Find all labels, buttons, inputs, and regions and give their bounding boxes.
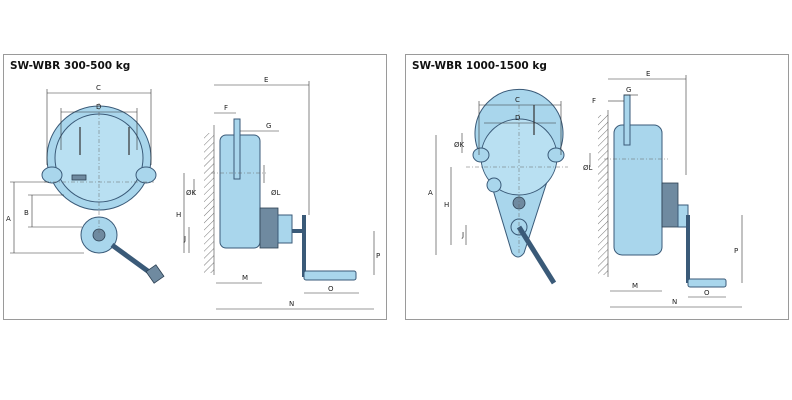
shaft-housing xyxy=(277,214,293,244)
winch-drawing: C D A B xyxy=(6,76,380,310)
mount-lug-right xyxy=(135,166,157,184)
side-crank-handle xyxy=(687,278,727,288)
dim-label-N: N xyxy=(672,298,677,306)
side-crank-handle xyxy=(303,270,357,281)
dim-label-M: M xyxy=(242,274,248,282)
front-dimensions: C D A H J ØK xyxy=(428,96,562,255)
front-view xyxy=(41,103,165,284)
small-gear xyxy=(486,177,502,193)
dim-label-K: ØK xyxy=(186,189,197,197)
diagram-panel-1000-1500: SW-WBR 1000-1500 kg C D A H xyxy=(405,54,789,320)
dim-label-C: C xyxy=(96,84,101,92)
panel-title: SW-WBR 1000-1500 kg xyxy=(412,60,547,72)
dim-label-O: O xyxy=(704,289,710,297)
crank-arm xyxy=(516,225,557,285)
dim-label-A: A xyxy=(428,189,433,197)
dim-label-A: A xyxy=(6,215,11,223)
side-dimensions: E F G H ØK ØL J M P O N xyxy=(176,76,380,310)
dim-label-M: M xyxy=(632,282,638,290)
side-view xyxy=(204,118,357,281)
side-body xyxy=(613,124,663,256)
gear-box xyxy=(661,182,679,228)
dim-label-O: O xyxy=(328,285,334,293)
dim-label-H: H xyxy=(176,211,181,219)
dim-label-D: D xyxy=(96,103,101,111)
mount-lug-right xyxy=(547,147,565,163)
dim-label-K: ØK xyxy=(454,141,465,149)
dim-label-J: J xyxy=(183,235,186,243)
dim-label-N: N xyxy=(289,300,294,308)
dim-label-L: ØL xyxy=(583,164,593,172)
dim-label-E: E xyxy=(264,76,268,84)
dim-label-P: P xyxy=(376,252,380,260)
side-bracket xyxy=(233,118,241,180)
dim-label-F: F xyxy=(224,104,228,112)
dim-label-L: ØL xyxy=(271,189,281,197)
dim-label-G: G xyxy=(266,122,271,130)
wall xyxy=(204,133,214,273)
dim-label-E: E xyxy=(646,70,650,78)
crank-handle xyxy=(145,264,165,284)
dim-label-P: P xyxy=(734,247,738,255)
dim-label-D: D xyxy=(515,114,520,122)
dim-label-H: H xyxy=(444,201,449,209)
side-bracket xyxy=(623,94,631,146)
dim-label-G: G xyxy=(626,86,631,94)
front-dimensions: C D A B xyxy=(6,84,152,254)
side-view xyxy=(598,94,727,288)
front-view xyxy=(466,88,568,285)
dim-label-C: C xyxy=(515,96,520,104)
dim-label-B: B xyxy=(24,209,29,217)
wall xyxy=(598,115,608,275)
dim-label-J: J xyxy=(461,231,464,239)
winch-drawing: C D A H J ØK E F xyxy=(428,70,743,308)
diagram-panel-300-500: SW-WBR 300-500 kg C D xyxy=(3,54,387,320)
mount-lug-left xyxy=(41,166,63,184)
side-dimensions: E F G ØL M P O N xyxy=(583,70,743,308)
label-plate xyxy=(71,174,87,181)
panel-title: SW-WBR 300-500 kg xyxy=(10,60,131,72)
mount-lug-left xyxy=(472,147,490,163)
dim-label-F: F xyxy=(592,97,596,105)
gear-box xyxy=(259,207,279,249)
